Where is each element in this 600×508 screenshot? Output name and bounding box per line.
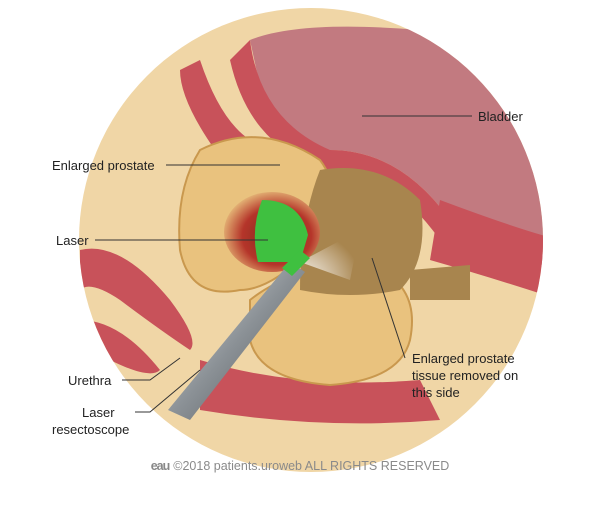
label-laser: Laser (56, 233, 89, 248)
muscle-upper-left (180, 60, 250, 150)
label-line: Enlarged prostate (412, 351, 515, 366)
eau-logo: eau (150, 459, 171, 473)
laser-green-zone (254, 200, 308, 262)
copyright-footer: eau©2018 patients.uroweb ALL RIGHTS RESE… (0, 459, 600, 473)
label-tissue-removed: Enlarged prostate tissue removed on this… (412, 350, 518, 401)
laser-fiber-tip (282, 250, 310, 276)
urethra-wall (80, 320, 160, 374)
label-bladder: Bladder (478, 109, 523, 124)
label-line: this side (412, 385, 460, 400)
leader-urethra (122, 357, 181, 381)
muscle-bottom (200, 360, 440, 424)
muscle-left (80, 248, 193, 350)
leader-resectoscope (135, 369, 201, 413)
label-line: resectoscope (52, 422, 130, 437)
leader-tissue-removed (371, 257, 406, 359)
urethral-channel (410, 265, 470, 300)
copyright-text: ©2018 patients.uroweb ALL RIGHTS RESERVE… (173, 459, 450, 473)
laser-resectoscope (168, 262, 305, 420)
label-enlarged-prostate: Enlarged prostate (52, 158, 155, 173)
label-laser-resectoscope: Laser resectoscope (52, 404, 129, 438)
muscle-right (430, 200, 543, 300)
laser-beam (300, 230, 360, 280)
label-urethra: Urethra (68, 373, 112, 388)
label-line: Laser (82, 405, 115, 420)
label-line: tissue removed on (412, 368, 519, 383)
